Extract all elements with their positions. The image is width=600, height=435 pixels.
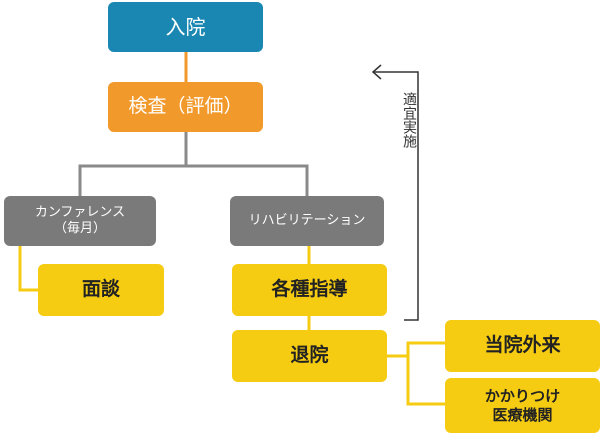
conference-label: カンファレンス [34,204,126,220]
repeat-arrow-head [371,64,382,80]
repeat-note-label: 適宜実施 [401,92,417,148]
interview-label: 面談 [81,278,120,301]
rehabilitation-node: リハビリテーション [230,196,384,246]
line-conference-to-interview [18,246,38,292]
outpatient-node: 当院外来 [445,320,600,372]
admission-label: 入院 [165,14,206,39]
line-discharge-to-familydoc [406,356,445,406]
exam-label: 検査（評価） [128,95,243,118]
line-discharge-branch [387,341,445,358]
interview-node: 面談 [38,264,164,316]
discharge-node: 退院 [232,330,387,382]
family-doctor-label-line2: 医療機関 [492,405,553,424]
line-exam-to-rehab [186,164,309,196]
conference-node: カンファレンス （毎月） [4,196,156,246]
line-exam-branch [78,132,188,196]
guidance-label: 各種指導 [271,278,348,301]
conference-frequency-label: （毎月） [53,221,106,236]
repeat-arrow [374,71,419,321]
rehabilitation-label: リハビリテーション [248,212,366,228]
admission-node: 入院 [108,2,263,52]
guidance-node: 各種指導 [232,264,387,316]
family-doctor-label-line1: かかりつけ [484,386,561,405]
discharge-label: 退院 [290,344,329,367]
exam-node: 検査（評価） [108,82,263,132]
outpatient-label: 当院外来 [484,334,561,357]
family-doctor-node: かかりつけ 医療機関 [445,378,600,433]
